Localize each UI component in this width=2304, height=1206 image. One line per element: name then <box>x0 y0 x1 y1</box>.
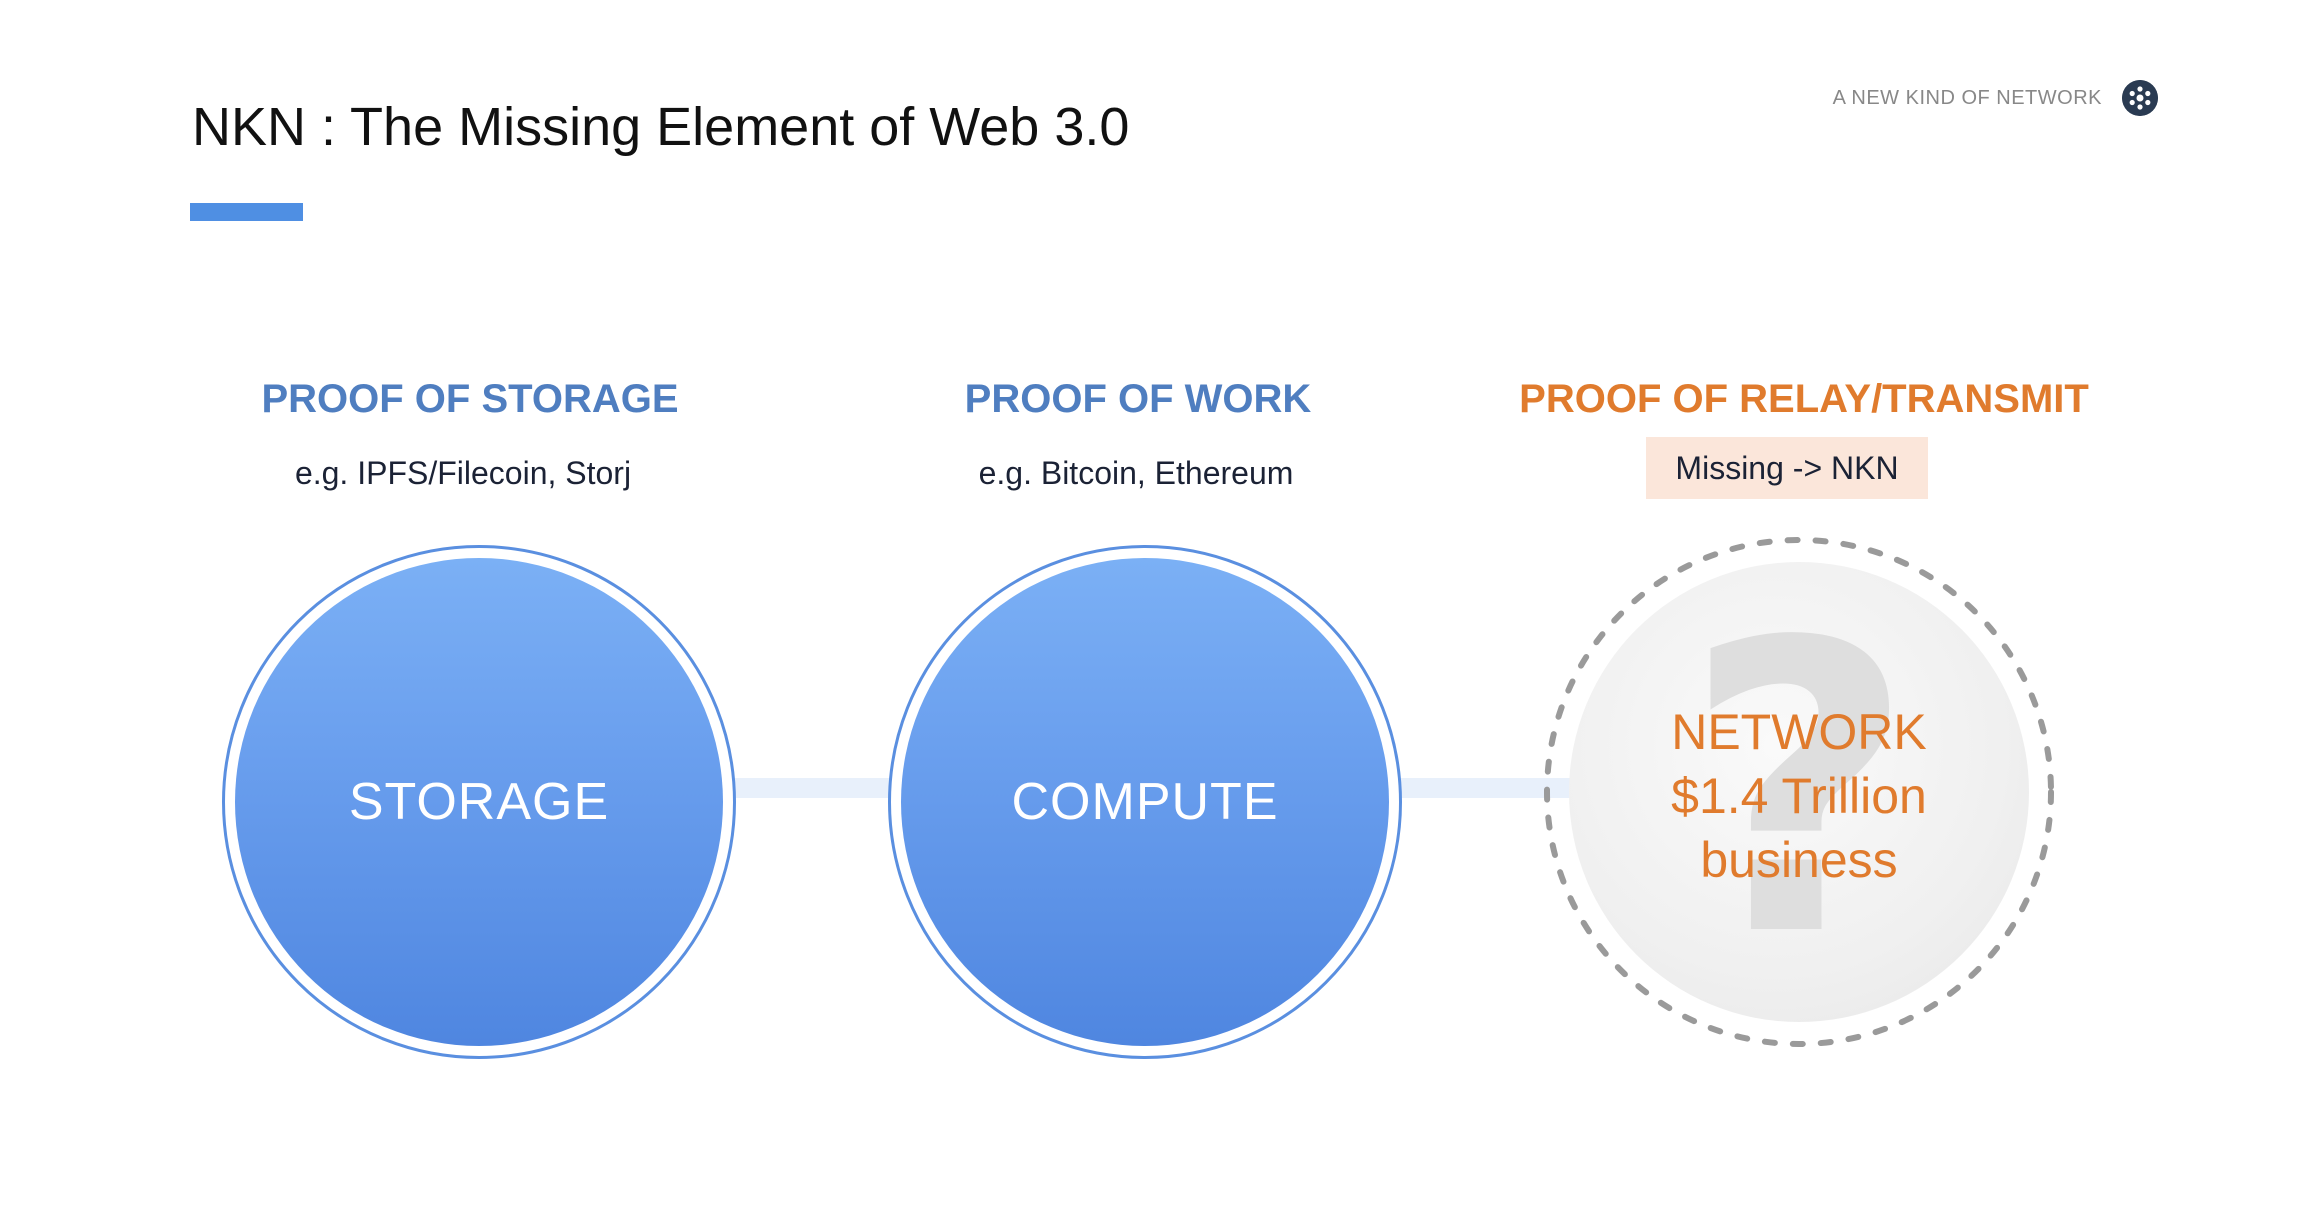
network-label: NETWORK <box>1671 704 1927 760</box>
heading-proof-of-relay: PROOF OF RELAY/TRANSMIT <box>1519 377 2089 421</box>
title-underline <box>190 203 303 221</box>
storage-circle: STORAGE <box>235 558 723 1046</box>
compute-circle: COMPUTE <box>901 558 1389 1046</box>
storage-examples: e.g. IPFS/Filecoin, Storj <box>294 455 632 491</box>
nkn-logo-icon <box>2122 80 2158 116</box>
missing-nkn-badge: Missing -> NKN <box>1646 437 1928 499</box>
network-dashed-ring <box>1544 537 2054 1047</box>
brand-tagline: A NEW KIND OF NETWORK <box>1832 86 2102 109</box>
network-circle: ? <box>1569 562 2029 1022</box>
connector-compute-network <box>1400 778 1590 798</box>
brand: A NEW KIND OF NETWORK <box>1833 80 2158 116</box>
storage-circle-label: STORAGE <box>348 773 610 831</box>
network-market-size: $1.4 Trillion <box>1671 768 1927 824</box>
heading-proof-of-work: PROOF OF WORK <box>964 377 1312 421</box>
compute-circle-label: COMPUTE <box>1011 773 1279 831</box>
work-examples: e.g. Bitcoin, Ethereum <box>978 455 1294 491</box>
network-circle-text: NETWORK $1.4 Trillion business <box>1569 700 2029 892</box>
heading-proof-of-storage: PROOF OF STORAGE <box>261 377 679 421</box>
question-mark-icon: ? <box>1682 562 1916 1022</box>
connector-storage-compute <box>730 778 890 798</box>
network-business: business <box>1700 832 1898 888</box>
page-title: NKN : The Missing Element of Web 3.0 <box>192 97 1130 157</box>
